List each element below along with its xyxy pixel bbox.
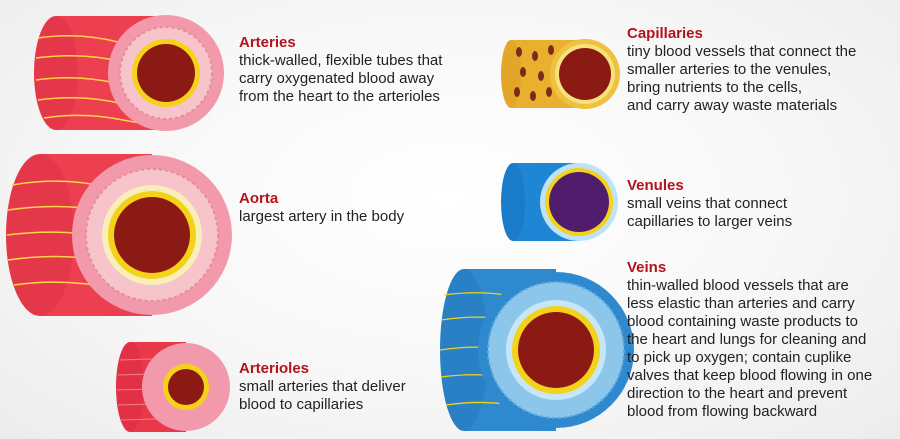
arteries-caption: Arteries thick-walled, flexible tubes th… [239, 34, 442, 106]
arterioles-description: small arteries that deliver blood to cap… [239, 378, 406, 413]
veins-illustration [439, 269, 634, 431]
venules-lumen [549, 172, 609, 232]
capillaries-title: Capillaries [627, 25, 703, 42]
capillaries-description: tiny blood vessels that connect the smal… [627, 43, 857, 114]
arterioles-title: Arterioles [239, 360, 310, 377]
veins-description: thin-walled blood vessels that are less … [627, 277, 873, 420]
veins-lumen [518, 312, 594, 388]
aorta-illustration [6, 154, 232, 316]
arterioles-illustration [116, 342, 230, 432]
veins-title: Veins [627, 259, 667, 276]
arteries-title: Arteries [239, 34, 296, 51]
aorta-title: Aorta [239, 190, 279, 207]
capillaries-lumen [559, 48, 611, 100]
arteries-illustration [34, 15, 224, 131]
arterioles-lumen [168, 369, 204, 405]
capillaries-caption: Capillaries tiny blood vessels that conn… [627, 25, 856, 115]
venules-title: Venules [627, 177, 684, 194]
arteries-description: thick-walled, flexible tubes that carry … [239, 52, 443, 105]
veins-caption: Veins thin-walled blood vessels that are… [627, 259, 872, 421]
venules-description: small veins that connect capillaries to … [627, 195, 793, 230]
aorta-caption: Aorta largest artery in the body [239, 190, 404, 226]
arterioles-caption: Arterioles small arteries that deliver b… [239, 360, 406, 414]
venules-caption: Venules small veins that connect capilla… [627, 177, 792, 231]
capillaries-illustration [501, 39, 620, 109]
aorta-description: largest artery in the body [239, 208, 405, 225]
arteries-lumen [137, 44, 195, 102]
venules-illustration [501, 163, 618, 241]
aorta-lumen [114, 197, 190, 273]
